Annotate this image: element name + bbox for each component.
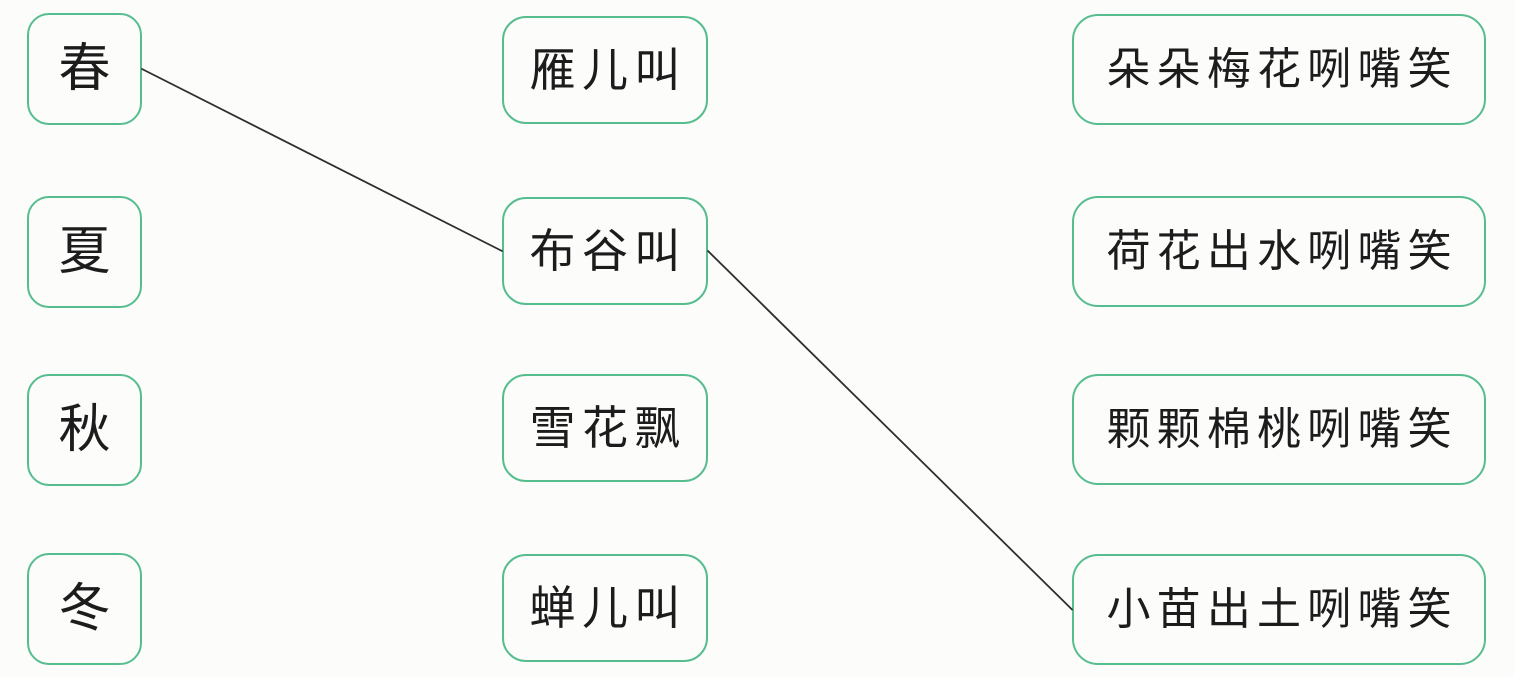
box-phrases-0-label: 朵朵梅花咧嘴笑: [1106, 43, 1458, 95]
answer-line-seasons-0-to-sounds-1: [141, 68, 503, 252]
box-seasons-2-label: 秋: [58, 400, 118, 460]
box-sounds-1-label: 布谷叫: [529, 224, 687, 278]
box-phrases-0[interactable]: 朵朵梅花咧嘴笑: [1072, 14, 1486, 125]
box-phrases-2[interactable]: 颗颗棉桃咧嘴笑: [1072, 374, 1486, 485]
box-seasons-2[interactable]: 秋: [27, 374, 142, 486]
box-sounds-3[interactable]: 蝉儿叫: [502, 554, 708, 662]
box-seasons-0[interactable]: 春: [27, 13, 142, 125]
box-sounds-0[interactable]: 雁儿叫: [502, 16, 708, 124]
box-seasons-0-label: 春: [58, 39, 118, 99]
box-seasons-1[interactable]: 夏: [27, 196, 142, 308]
box-phrases-1-label: 荷花出水咧嘴笑: [1106, 225, 1458, 277]
box-sounds-2[interactable]: 雪花飘: [502, 374, 708, 482]
box-phrases-3[interactable]: 小苗出土咧嘴笑: [1072, 554, 1486, 665]
box-seasons-3-label: 冬: [58, 579, 118, 639]
box-sounds-2-label: 雪花飘: [529, 401, 687, 455]
box-seasons-1-label: 夏: [58, 222, 118, 282]
box-sounds-3-label: 蝉儿叫: [529, 581, 687, 635]
box-phrases-3-label: 小苗出土咧嘴笑: [1106, 583, 1458, 635]
box-phrases-1[interactable]: 荷花出水咧嘴笑: [1072, 196, 1486, 307]
answer-line-sounds-1-to-phrases-3: [707, 250, 1073, 611]
box-sounds-1[interactable]: 布谷叫: [502, 197, 708, 305]
box-phrases-2-label: 颗颗棉桃咧嘴笑: [1106, 403, 1458, 455]
box-seasons-3[interactable]: 冬: [27, 553, 142, 665]
box-sounds-0-label: 雁儿叫: [529, 43, 687, 97]
